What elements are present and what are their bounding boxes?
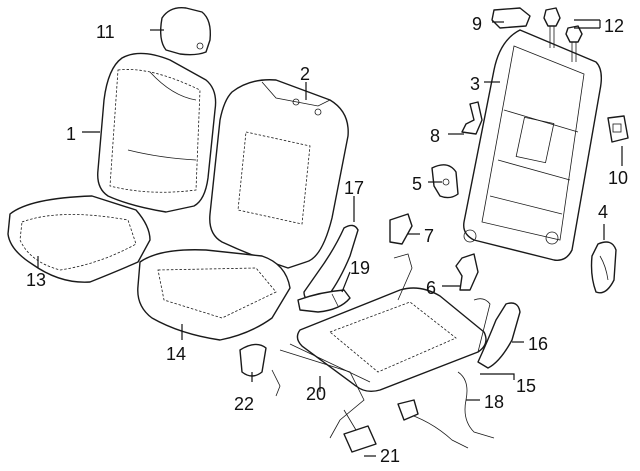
callout-14: 14 <box>166 344 186 364</box>
side-shield <box>590 241 617 294</box>
clip <box>607 115 629 143</box>
callout-1: 1 <box>66 124 76 144</box>
callout-3: 3 <box>470 74 480 94</box>
callout-21: 21 <box>380 446 400 466</box>
seat-side-trim <box>477 302 521 369</box>
callout-9: 9 <box>472 14 482 34</box>
seat-frame <box>289 253 491 393</box>
seatback-pad <box>209 79 349 269</box>
pivot-bracket <box>239 343 281 397</box>
bracket <box>455 253 479 291</box>
callout-2: 2 <box>300 64 310 84</box>
callout-5: 5 <box>412 174 422 194</box>
callout-6: 6 <box>426 278 436 298</box>
latch-bracket <box>343 425 377 453</box>
callout-4: 4 <box>598 202 608 222</box>
callout-19: 19 <box>350 258 370 278</box>
callout-8: 8 <box>430 126 440 146</box>
callout-22: 22 <box>234 394 254 414</box>
callout-17: 17 <box>344 178 364 198</box>
callout-11: 11 <box>96 22 115 42</box>
callout-20: 20 <box>306 384 326 404</box>
latch-cover <box>491 7 531 29</box>
headrest <box>159 7 212 56</box>
callout-12: 12 <box>604 16 624 36</box>
callout-16: 16 <box>528 334 548 354</box>
seat-cushion-pad <box>137 249 291 341</box>
hinge-cover <box>431 164 459 199</box>
cable-bracket <box>461 101 483 135</box>
callout-10: 10 <box>608 168 628 188</box>
release-cable <box>397 371 495 449</box>
cushion-cover <box>7 195 151 283</box>
seat-track <box>279 349 365 439</box>
latch-handle <box>297 289 351 313</box>
trim-cover <box>389 213 413 245</box>
seatback-frame <box>463 29 603 261</box>
callout-18: 18 <box>484 392 504 412</box>
headrest-guides <box>543 7 583 62</box>
callout-15: 15 <box>516 376 536 396</box>
callout-13: 13 <box>26 270 46 290</box>
leader-lines <box>37 19 623 457</box>
callout-7: 7 <box>424 226 434 246</box>
seatback-cover <box>97 52 217 213</box>
